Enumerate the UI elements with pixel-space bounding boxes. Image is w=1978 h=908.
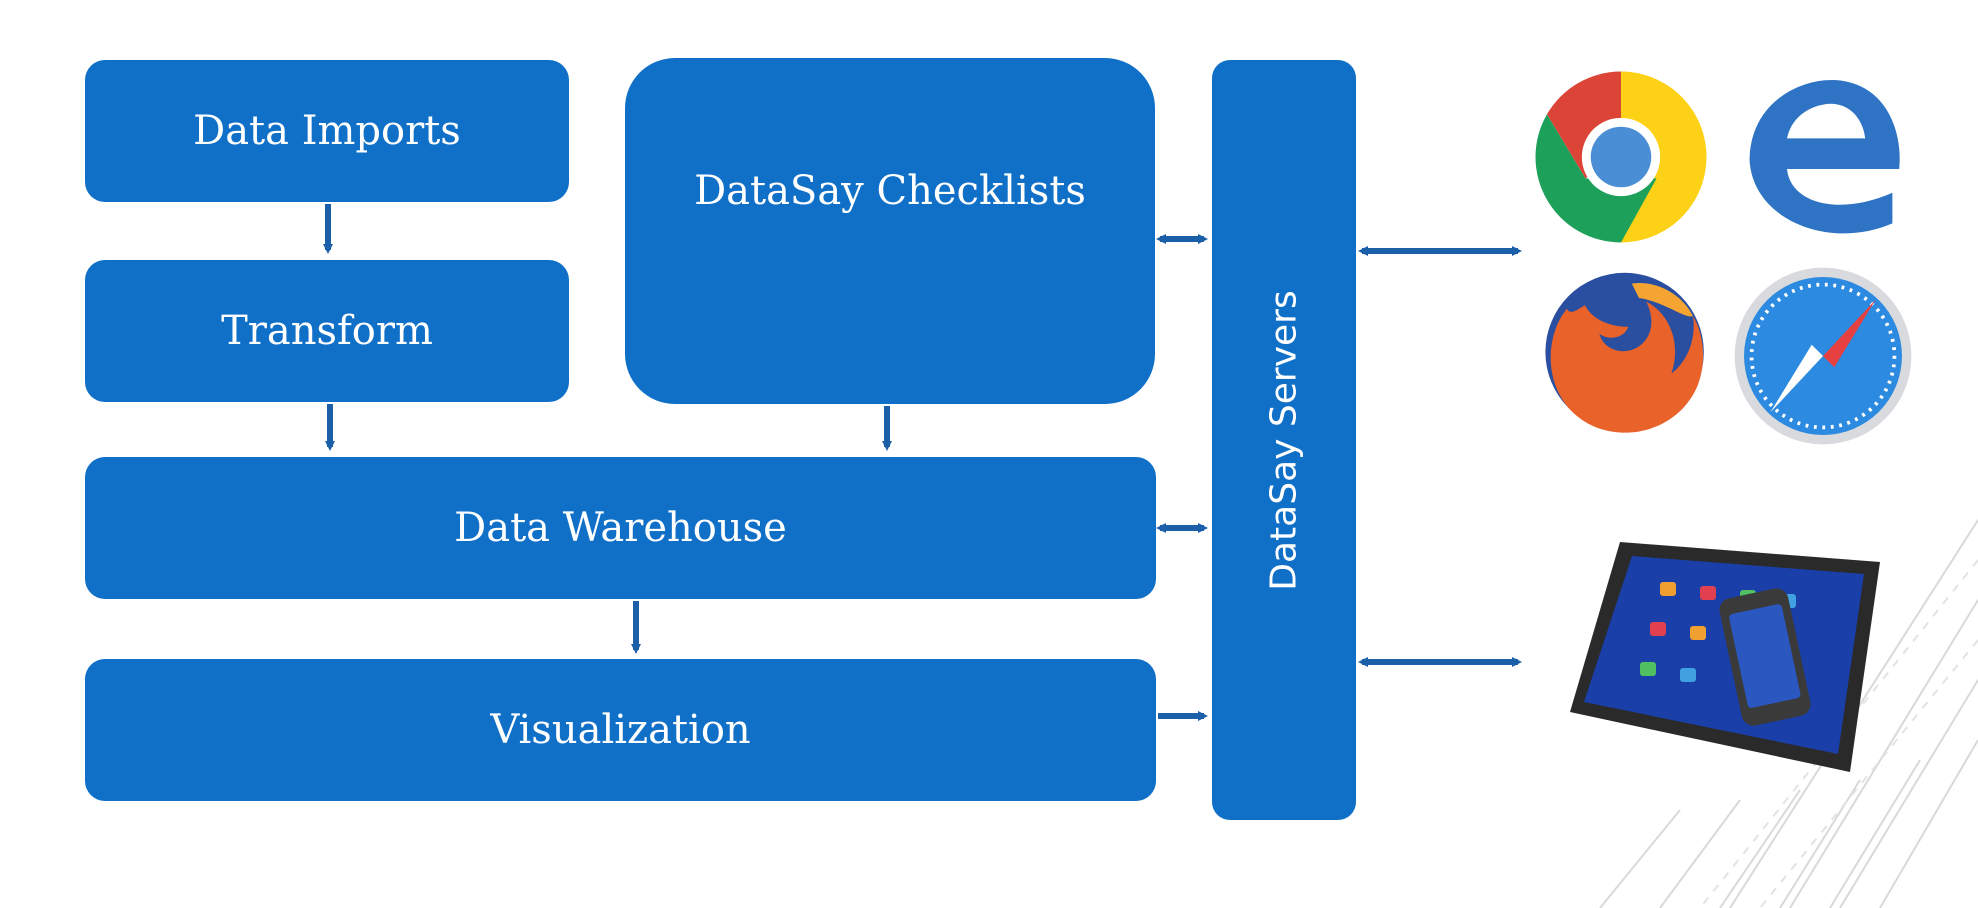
datasay-servers-box: DataSay Servers bbox=[1212, 60, 1356, 820]
safari-browser-icon bbox=[1734, 267, 1912, 445]
checklists-box: DataSay Checklists bbox=[625, 58, 1155, 404]
visualization-box: Visualization bbox=[85, 659, 1156, 801]
visualization-label: Visualization bbox=[490, 707, 751, 753]
chrome-browser-icon bbox=[1535, 71, 1707, 243]
data-imports-box: Data Imports bbox=[85, 60, 569, 202]
checklists-label: DataSay Checklists bbox=[694, 168, 1086, 214]
tablet-phone-devices-icon bbox=[1570, 542, 1880, 772]
data-warehouse-label: Data Warehouse bbox=[454, 505, 787, 551]
data-warehouse-box: Data Warehouse bbox=[85, 457, 1156, 599]
data-imports-label: Data Imports bbox=[193, 108, 461, 154]
transform-label: Transform bbox=[221, 308, 433, 354]
firefox-browser-icon bbox=[1545, 272, 1704, 433]
transform-box: Transform bbox=[85, 260, 569, 402]
edge-browser-icon bbox=[1749, 79, 1900, 234]
